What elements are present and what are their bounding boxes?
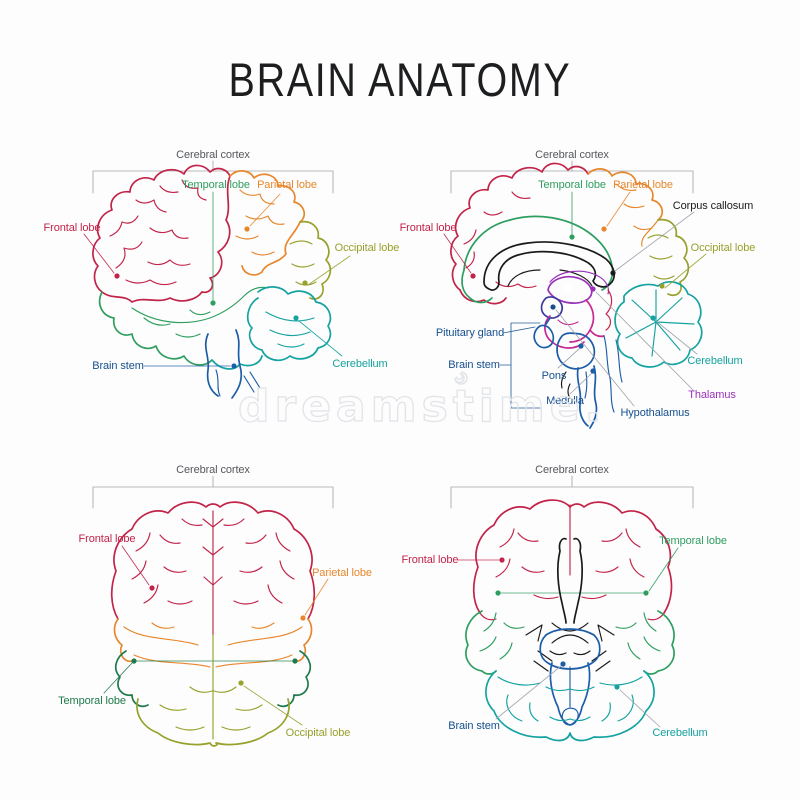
label-parietal-lobe: Parietal lobe — [257, 179, 317, 191]
label-hypothalamus: Hypothalamus — [620, 407, 690, 419]
label-cerebral-cortex: Cerebral cortex — [535, 464, 609, 476]
label-temporal-lobe: Temporal lobe — [182, 179, 250, 191]
cortex-bracket — [92, 160, 334, 194]
label-corpus-callosum: Corpus callosum — [673, 200, 753, 212]
label-temporal-lobe: Temporal lobe — [58, 695, 126, 707]
sagittal-view-diagram: Cerebral cortex Temporal lobe Parietal l… — [400, 149, 756, 429]
label-cerebral-cortex: Cerebral cortex — [535, 149, 609, 161]
brain-stem-bracket — [499, 322, 541, 409]
cortex-bracket — [92, 475, 334, 509]
label-thalamus: Thalamus — [688, 389, 736, 401]
label-pituitary-gland: Pituitary gland — [436, 327, 504, 339]
label-cerebral-cortex: Cerebral cortex — [176, 464, 250, 476]
cortex-bracket — [450, 475, 694, 509]
inferior-view-diagram: Cerebral cortex Frontal lobe Temporal lo… — [402, 464, 727, 742]
label-cerebral-cortex: Cerebral cortex — [176, 149, 250, 161]
label-occipital-lobe: Occipital lobe — [286, 727, 351, 739]
superior-view-diagram: Cerebral cortex Frontal lobe Parietal lo… — [58, 464, 372, 747]
label-temporal-lobe: Temporal lobe — [538, 179, 606, 191]
label-cerebellum: Cerebellum — [652, 727, 707, 739]
label-parietal-lobe: Parietal lobe — [613, 179, 673, 191]
label-parietal-lobe: Parietal lobe — [312, 567, 372, 579]
cortex-bracket — [450, 160, 694, 194]
label-occipital-lobe: Occipital lobe — [335, 242, 400, 254]
label-frontal-lobe: Frontal lobe — [400, 222, 456, 234]
label-temporal-lobe: Temporal lobe — [659, 535, 727, 547]
label-pons: Pons — [542, 370, 567, 382]
label-cerebellum: Cerebellum — [332, 358, 387, 370]
label-medulla: Medulla — [546, 395, 585, 407]
page-title: BRAIN ANATOMY — [228, 53, 572, 106]
label-brain-stem: Brain stem — [448, 359, 500, 371]
label-occipital-lobe: Occipital lobe — [691, 242, 756, 254]
label-frontal-lobe: Frontal lobe — [79, 533, 136, 545]
label-frontal-lobe: Frontal lobe — [402, 554, 459, 566]
label-frontal-lobe: Frontal lobe — [44, 222, 101, 234]
label-cerebellum: Cerebellum — [687, 355, 742, 367]
label-brain-stem: Brain stem — [448, 720, 500, 732]
lateral-view-diagram: Cerebral cortex Temporal lobe Parietal l… — [44, 149, 400, 399]
label-brain-stem: Brain stem — [92, 360, 144, 372]
